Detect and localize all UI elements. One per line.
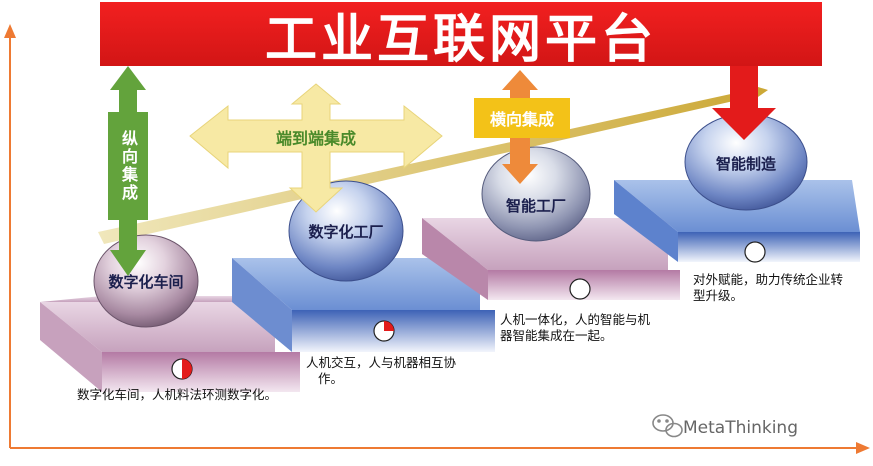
watermark: MetaThinking: [683, 418, 798, 438]
horizontal-integration-label: 横向集成: [489, 110, 554, 129]
stage-3-name: 智能工厂: [505, 196, 566, 215]
horizontal-arrow-up: [502, 70, 538, 100]
stage-3-description: 人机一体化，人的智能与机 器智能集成在一起。: [500, 312, 650, 344]
progress-circle-3: [569, 278, 591, 300]
stage-2-name: 数字化工厂: [308, 222, 384, 241]
stage-1-description-line: 数字化车间，人机料法环测数字化。: [77, 387, 278, 402]
wechat-icon: [652, 414, 683, 438]
growth-arrow: [98, 80, 768, 244]
stage-1-name: 数字化车间: [108, 272, 184, 291]
end-to-end-arrow: [189, 83, 443, 213]
stage-4-description-line: 型升级。: [693, 288, 744, 303]
page-title: 工业互联网平台: [264, 9, 657, 70]
stage-4-description-line: 对外赋能，助力传统企业转: [693, 272, 844, 287]
title-banner: [100, 2, 822, 66]
axes: [4, 24, 870, 454]
horizontal-arrow-down: [502, 138, 538, 184]
progress-circle-2: [373, 320, 395, 342]
stage-1-description: 数字化车间，人机料法环测数字化。: [77, 387, 277, 403]
stage-2-description-line: 作。: [318, 371, 344, 386]
stage-2-description-line: 人机交互，人与机器相互协: [306, 355, 457, 370]
vertical-integration-box: [108, 112, 148, 220]
stage-3-description-line: 人机一体化，人的智能与机: [500, 312, 651, 327]
progress-circle-4: [744, 241, 766, 263]
stage-3-description-line: 器智能集成在一起。: [500, 328, 613, 343]
stage-4-name: 智能制造: [715, 154, 776, 173]
stage-4-description: 对外赋能，助力传统企业转 型升级。: [693, 272, 843, 304]
horizontal-integration-box: [474, 98, 570, 138]
vertical-integration-label: 纵向集成: [119, 130, 138, 202]
stage-2-description: 人机交互，人与机器相互协 作。: [306, 355, 456, 387]
end-to-end-label: 端到端集成: [275, 129, 356, 148]
progress-circle-1: [171, 358, 193, 380]
banner-down-arrow: [712, 66, 776, 140]
